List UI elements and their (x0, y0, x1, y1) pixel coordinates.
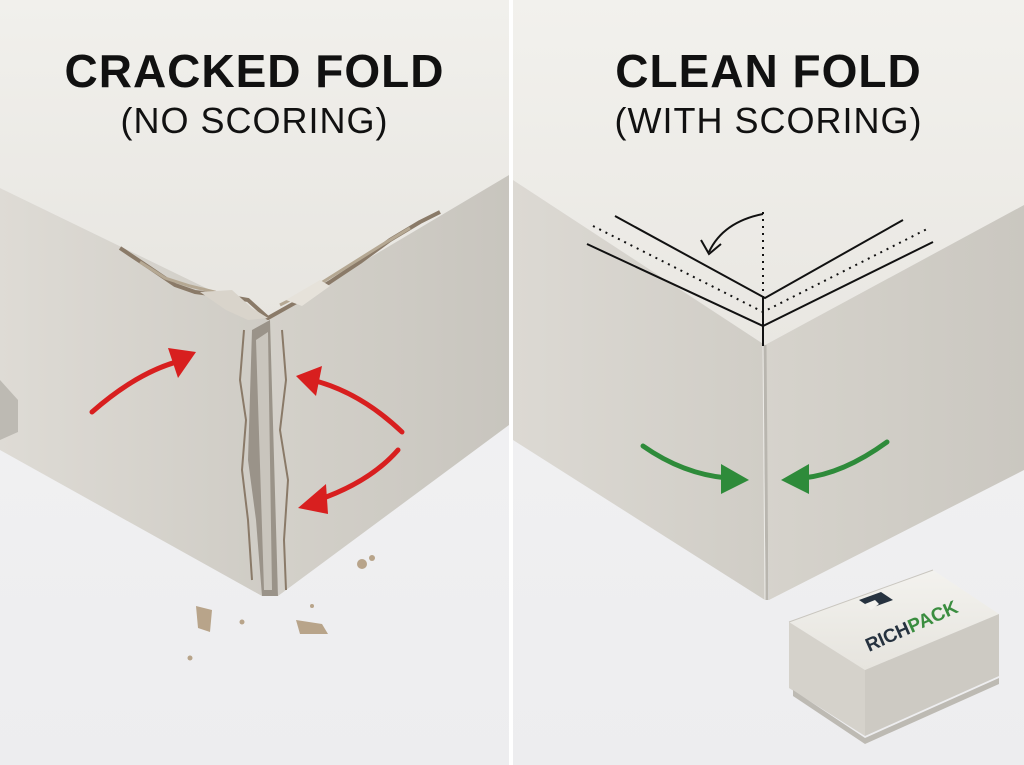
brand-name-part1: RICH (862, 618, 913, 656)
box-left-face (513, 180, 765, 600)
cracked-fold-panel: CRACKED FOLD (NO SCORING) (0, 0, 509, 765)
left-subtitle: (NO SCORING) (120, 100, 389, 141)
red-arrow-left (89, 348, 196, 415)
scoring-diagram (586, 212, 934, 346)
clean-fold-panel: RICHPACK CLEAN FOLD (WITH SCORING) (513, 0, 1024, 765)
svg-text:RICHPACK: RICHPACK (862, 597, 961, 657)
cracked-box-photo (0, 0, 509, 765)
red-arrow-lower-right (298, 447, 401, 514)
clean-box-photo (513, 0, 1024, 765)
panel-divider (509, 0, 513, 765)
clean-fold-line (763, 344, 769, 601)
right-title: CLEAN FOLD (615, 45, 922, 97)
box-top-face (0, 0, 509, 318)
green-arrow-right (781, 439, 890, 494)
brand-name-part2: PACK (905, 597, 962, 638)
red-arrow-upper-right (296, 366, 405, 435)
box-right-face (268, 175, 509, 596)
box-right-face (765, 205, 1024, 600)
brand-wordmark: RICHPACK (862, 597, 961, 657)
left-title: CRACKED FOLD (64, 45, 445, 97)
branded-box (788, 569, 999, 744)
green-arrow-left (640, 443, 749, 494)
box-top-face (513, 0, 1024, 345)
richpack-logo-icon (859, 592, 893, 610)
debris (196, 606, 212, 632)
right-subtitle: (WITH SCORING) (614, 100, 923, 141)
